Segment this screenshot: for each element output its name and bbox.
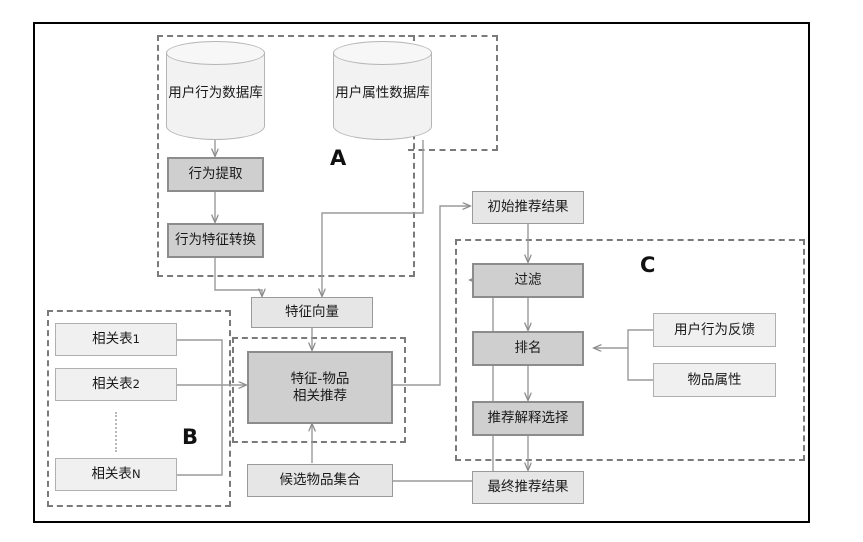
related-table-2-index: 2 — [132, 377, 140, 392]
group-label-a: A — [330, 146, 347, 170]
db-user-attribute[interactable]: 用户属性数据库 — [333, 41, 432, 140]
related-table-n-index: N — [131, 467, 141, 482]
cylinder-body — [333, 52, 432, 140]
node-feature-vector[interactable]: 特征向量 — [251, 297, 373, 328]
db-user-behavior-label: 用户行为数据库 — [168, 84, 263, 101]
cylinder-top — [333, 41, 432, 65]
node-explanation-select[interactable]: 推荐解释选择 — [472, 401, 584, 436]
node-feature-item-recommend[interactable]: 特征-物品 相关推荐 — [247, 351, 393, 424]
node-candidate-item-set[interactable]: 候选物品集合 — [247, 464, 393, 497]
node-user-behavior-feedback[interactable]: 用户行为反馈 — [653, 313, 776, 347]
related-tables-ellipsis-icon — [115, 412, 119, 452]
node-initial-result[interactable]: 初始推荐结果 — [472, 191, 584, 224]
node-behavior-feature-transform[interactable]: 行为特征转换 — [167, 223, 264, 258]
node-feature-item-recommend-line2: 相关推荐 — [293, 387, 347, 404]
related-table-1-index: 1 — [132, 332, 140, 347]
group-box-a-extension — [408, 35, 498, 151]
group-label-c: C — [640, 253, 656, 277]
cylinder-top — [166, 41, 265, 65]
node-item-attribute[interactable]: 物品属性 — [653, 363, 776, 397]
cylinder-body — [166, 52, 265, 140]
related-table-1-name: 相关表 — [92, 331, 133, 348]
node-ranking[interactable]: 排名 — [472, 331, 584, 366]
related-table-n-name: 相关表 — [91, 466, 132, 483]
db-user-attribute-label: 用户属性数据库 — [335, 84, 430, 101]
node-filter[interactable]: 过滤 — [472, 263, 584, 298]
related-table-2-name: 相关表 — [92, 376, 133, 393]
group-box-b — [47, 310, 231, 507]
node-feature-item-recommend-line1: 特征-物品 — [290, 370, 350, 387]
node-final-result[interactable]: 最终推荐结果 — [472, 471, 584, 504]
node-behavior-extract[interactable]: 行为提取 — [167, 157, 264, 192]
db-user-behavior[interactable]: 用户行为数据库 — [166, 41, 265, 140]
group-label-b: B — [182, 425, 199, 449]
